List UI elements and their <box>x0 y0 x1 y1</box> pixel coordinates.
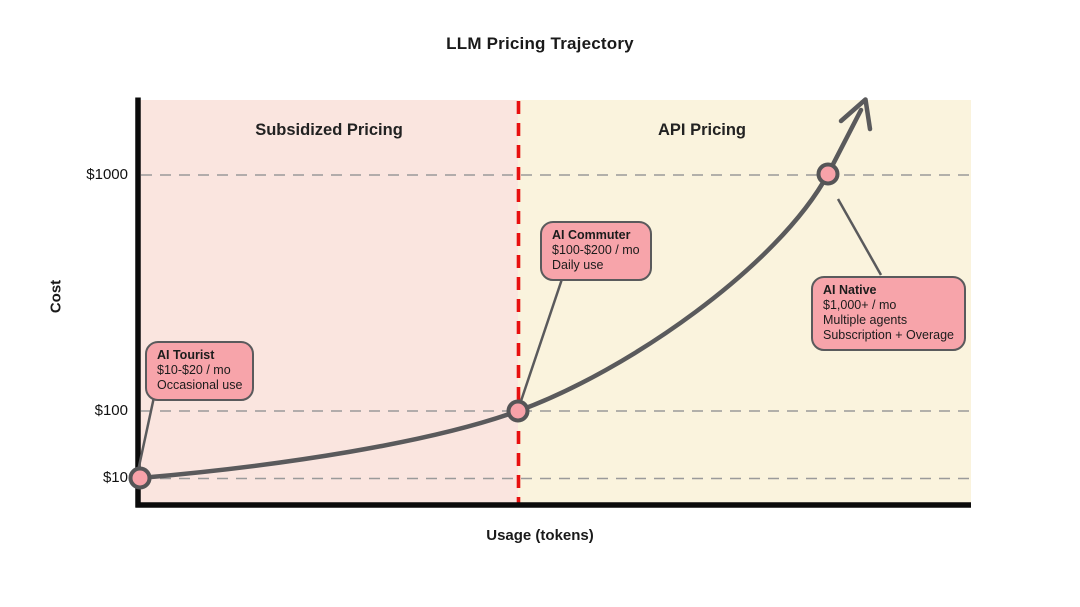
connector-ai-tourist <box>136 396 156 472</box>
callout-ai-native: AI Native $1,000+ / mo Multiple agents S… <box>811 276 966 351</box>
callout-ai-native-title: AI Native <box>823 283 877 297</box>
x-axis-label: Usage (tokens) <box>486 527 594 544</box>
y-tick-100: $100 <box>94 402 128 419</box>
callout-ai-tourist-line-price: $10-$20 / mo <box>157 363 231 377</box>
subsidized-region-background <box>140 100 518 503</box>
arrowhead-icon <box>838 97 873 132</box>
callout-ai-native-line-model: Subscription + Overage <box>823 328 954 342</box>
chart-title: LLM Pricing Trajectory <box>446 34 634 53</box>
callout-ai-native-line-price: $1,000+ / mo <box>823 298 897 312</box>
callout-ai-commuter-line-usage: Daily use <box>552 258 604 272</box>
data-point-ai-native <box>816 162 840 186</box>
y-tick-10: $10 <box>102 469 128 486</box>
y-tick-1000: $1000 <box>86 166 128 183</box>
region-label-api-pricing: API Pricing <box>657 121 747 139</box>
data-point-ai-tourist <box>128 466 152 490</box>
callout-ai-tourist: AI Tourist $10-$20 / mo Occasional use <box>145 341 255 401</box>
callout-ai-native-line-agents: Multiple agents <box>823 313 908 327</box>
callout-ai-commuter: AI Commuter $100-$200 / mo Daily use <box>540 221 652 281</box>
connector-ai-native <box>836 198 883 276</box>
callout-ai-commuter-line-price: $100-$200 / mo <box>552 243 640 257</box>
callout-ai-commuter-title: AI Commuter <box>552 228 631 242</box>
callout-ai-tourist-title: AI Tourist <box>157 348 215 362</box>
y-axis-label: Cost <box>47 279 65 314</box>
callout-ai-tourist-line-usage: Occasional use <box>157 378 243 392</box>
connector-ai-commuter <box>518 278 564 405</box>
data-point-ai-commuter <box>506 399 530 423</box>
region-label-subsidized-pricing: Subsidized Pricing <box>255 121 403 139</box>
